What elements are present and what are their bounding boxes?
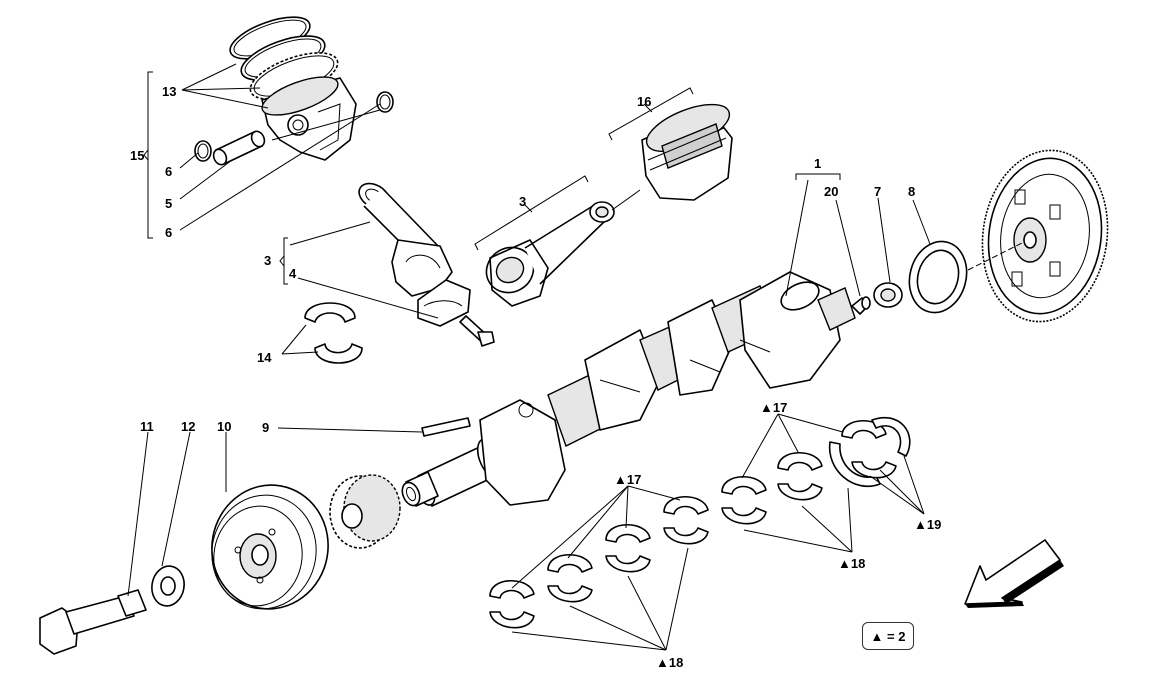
roller-bearing — [873, 282, 903, 308]
piston-rings — [229, 16, 339, 100]
callout-3-center: 3 — [519, 194, 526, 209]
piston-pin — [212, 130, 266, 166]
callout-18-lower: ▲18 — [656, 655, 683, 670]
callout-14: 14 — [257, 350, 272, 365]
callout-5: 5 — [165, 196, 172, 211]
pulley — [211, 484, 329, 610]
arrow-icon — [964, 539, 1064, 608]
key — [421, 417, 471, 437]
callout-7: 7 — [874, 184, 881, 199]
flywheel — [981, 149, 1109, 323]
oil-seal — [908, 240, 968, 314]
callout-13: 13 — [162, 84, 176, 99]
callout-11: 11 — [140, 419, 154, 434]
piston — [261, 76, 357, 161]
callout-6-lower: 6 — [165, 225, 172, 240]
piston-assembly — [641, 103, 733, 201]
callout-1: 1 — [814, 156, 821, 171]
callout-19: ▲19 — [914, 517, 941, 532]
main-bearing-shells-lower — [489, 496, 709, 629]
callout-18-upper: ▲18 — [838, 556, 865, 571]
washer — [151, 565, 185, 607]
spacer-sleeve — [401, 471, 439, 507]
thrust-washers — [828, 416, 911, 487]
connecting-rod-exploded — [358, 182, 495, 347]
conrod-bearing-shells — [304, 302, 363, 364]
circlip-left — [194, 140, 212, 162]
timing-gear — [329, 474, 401, 549]
callout-17-upper: ▲17 — [760, 400, 787, 415]
main-bearing-shells-rear — [721, 452, 823, 525]
callout-17-lower: ▲17 — [614, 472, 641, 487]
pulley-bolt — [39, 589, 147, 655]
callout-15: 15 — [130, 148, 144, 163]
callout-8: 8 — [908, 184, 915, 199]
callout-16: 16 — [637, 94, 651, 109]
callout-12: 12 — [181, 419, 195, 434]
callout-3-left: 3 — [264, 253, 271, 268]
connecting-rod-assembly — [485, 201, 615, 307]
circlip-right — [376, 91, 394, 113]
pilot-bushing — [851, 296, 871, 315]
callout-10: 10 — [217, 419, 231, 434]
quantity-legend: ▲ = 2 — [862, 622, 914, 650]
brace-15 — [147, 71, 153, 239]
callout-9: 9 — [262, 420, 269, 435]
callout-6-upper: 6 — [165, 164, 172, 179]
callout-4: 4 — [289, 266, 297, 281]
callout-20: 20 — [824, 184, 838, 199]
